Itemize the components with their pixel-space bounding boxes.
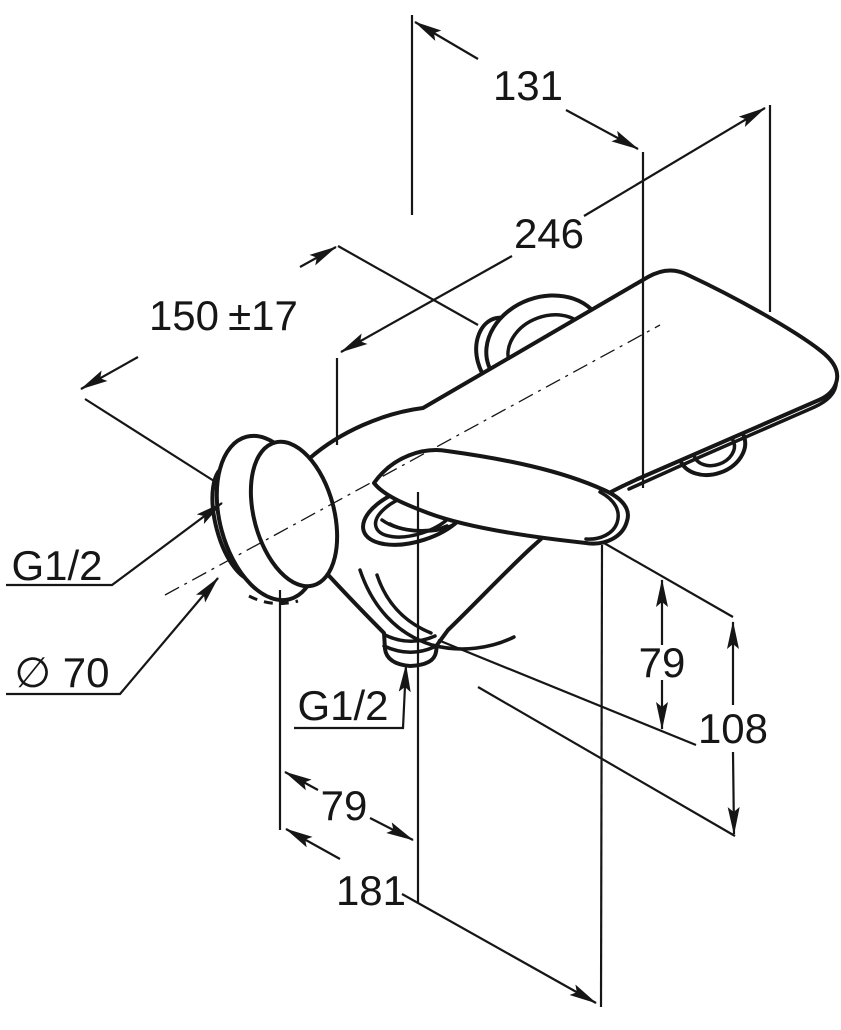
- dim-108-label: 108: [698, 705, 768, 752]
- ext-150-front: [337, 245, 479, 326]
- dim-79-bottom-label: 79: [321, 782, 368, 829]
- dimension-lines: [80, 21, 766, 1004]
- outlet-nipple-rim-mid: [382, 644, 436, 654]
- dim-150-tolerance-label: ±17: [228, 292, 298, 339]
- leader-inlet-thread: [6, 502, 223, 587]
- outlet-thread-label: G1/2: [297, 682, 388, 729]
- ext-handle-tip-vert: [599, 544, 604, 1008]
- dim-150-label: 150: [149, 292, 219, 339]
- leader-escutcheon-dia: [6, 577, 219, 696]
- escutcheon-hidden-arc: [248, 594, 299, 606]
- plate-thickness-edge: [627, 383, 838, 491]
- wall-escutcheon: [210, 433, 340, 606]
- dim-181-label: 181: [336, 867, 406, 914]
- body-silhouette: [274, 268, 840, 668]
- handle-tip-face: [584, 490, 620, 541]
- dimension-labels: 131 246 150 ±17 G1/2 ∅ 70 G1/2 79 108 79…: [11, 62, 768, 914]
- leader-lines: [6, 502, 411, 730]
- axis-centerline: [164, 324, 661, 596]
- ext-handle-tip-diag: [603, 542, 734, 618]
- dim-246-label: 246: [514, 210, 584, 257]
- ext-body-diag: [437, 638, 697, 747]
- faucet-body: [164, 268, 840, 668]
- dim-79-right-label: 79: [639, 639, 686, 686]
- ext-150-wall: [84, 398, 215, 482]
- dim-131-label: 131: [493, 62, 563, 109]
- extension-lines: [84, 15, 772, 1008]
- escutcheon-diameter-label: ∅ 70: [15, 649, 110, 696]
- ext-outlet-diag: [477, 686, 736, 837]
- outlet-spout: [358, 568, 516, 654]
- leader-outlet-thread: [294, 664, 411, 730]
- lever-handle: [372, 448, 630, 546]
- inlet-thread-label: G1/2: [11, 542, 102, 589]
- outlet-nipple-rim-top: [383, 633, 437, 643]
